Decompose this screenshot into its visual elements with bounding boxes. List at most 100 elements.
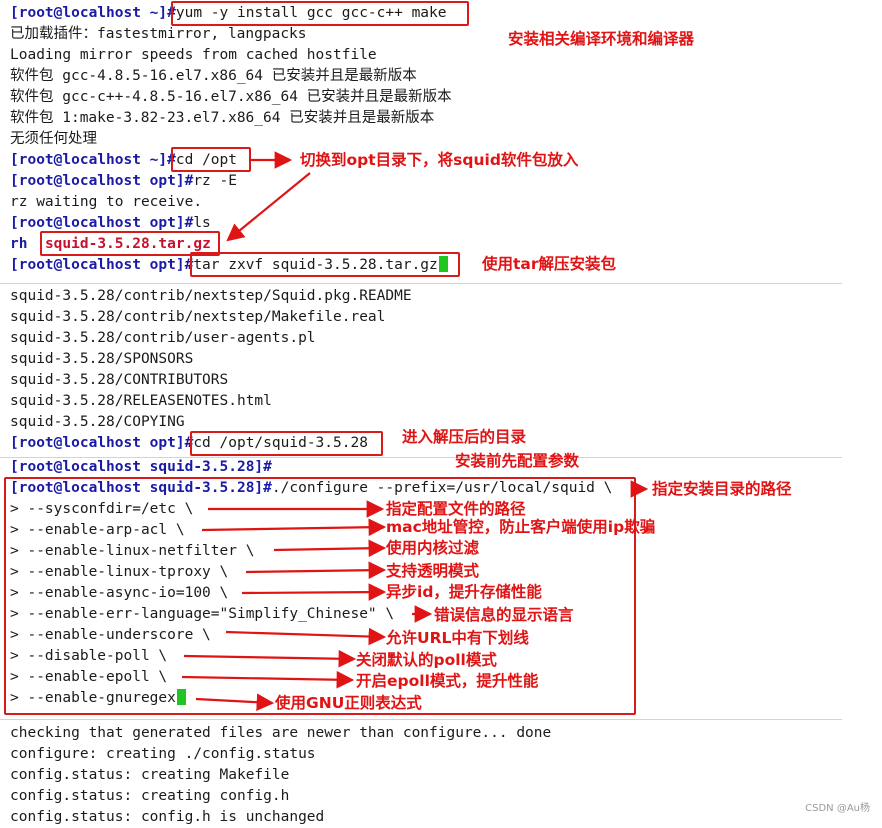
shell-prompt: [root@localhost ~]#	[10, 5, 176, 21]
output-text: > --enable-gnuregex	[10, 690, 176, 706]
output-text: 已加载插件：fastestmirror, langpacks	[10, 26, 307, 42]
output-text: rz waiting to receive.	[10, 194, 203, 210]
terminal-line: rh squid-3.5.28.tar.gz	[10, 234, 211, 255]
shell-prompt: [root@localhost opt]#	[10, 173, 194, 189]
terminal-line: > --enable-underscore \	[10, 625, 211, 646]
shell-command: rz -E	[193, 173, 237, 189]
annotation-tar: 使用tar解压安装包	[482, 255, 617, 273]
panel-divider	[0, 457, 842, 458]
panel-divider	[0, 719, 842, 720]
shell-command: cd /opt/squid-3.5.28	[193, 435, 368, 451]
highlight-cd-squid-command	[190, 431, 383, 456]
annotation-sysconfdir: 指定配置文件的路径	[386, 500, 526, 518]
terminal-line: config.status: creating Makefile	[10, 765, 289, 786]
shell-prompt: [root@localhost squid-3.5.28]#	[10, 480, 272, 496]
panel-divider	[0, 283, 842, 284]
output-text: 无须任何处理	[10, 131, 97, 147]
terminal-panel-install: [root@localhost ~]#yum -y install gcc gc…	[0, 0, 842, 282]
terminal-line: 无须任何处理	[10, 129, 97, 150]
terminal-panel-extract: squid-3.5.28/contrib/nextstep/Squid.pkg.…	[0, 284, 842, 456]
output-text: > --enable-linux-tproxy \	[10, 564, 229, 580]
terminal-line: configure: creating ./config.status	[10, 744, 316, 765]
output-text: > --disable-poll \	[10, 648, 168, 664]
highlight-tar-command	[190, 252, 460, 277]
output-text: squid-3.5.28/RELEASENOTES.html	[10, 393, 272, 409]
terminal-line: [root@localhost squid-3.5.28]#./configur…	[10, 478, 612, 499]
shell-prompt: [root@localhost ~]#	[10, 152, 176, 168]
shell-command: yum -y install gcc gcc-c++ make	[175, 5, 447, 21]
terminal-line: squid-3.5.28/RELEASENOTES.html	[10, 391, 272, 412]
annotation-netfilter: 使用内核过滤	[386, 539, 480, 557]
terminal-cursor	[176, 689, 186, 705]
annotation-epoll: 开启epoll模式，提升性能	[356, 672, 539, 690]
terminal-line: squid-3.5.28/CONTRIBUTORS	[10, 370, 228, 391]
terminal-line: > --enable-epoll \	[10, 667, 167, 688]
terminal-line: > --enable-arp-acl \	[10, 520, 185, 541]
terminal-line: [root@localhost opt]#rz -E	[10, 171, 237, 192]
terminal-line: > --enable-linux-netfilter \	[10, 541, 254, 562]
output-text: squid-3.5.28/COPYING	[10, 414, 185, 430]
output-text: config.status: creating Makefile	[10, 767, 290, 783]
annotation-cd-opt: 切换到opt目录下，将squid软件包放入	[300, 151, 579, 169]
highlight-cd-opt-command	[171, 147, 251, 172]
output-text: squid-3.5.28/CONTRIBUTORS	[10, 372, 229, 388]
terminal-line: Loading mirror speeds from cached hostfi…	[10, 45, 377, 66]
shell-command: ./configure --prefix=/usr/local/squid \	[271, 480, 613, 496]
terminal-line: checking that generated files are newer …	[10, 723, 551, 744]
annotation-cd-dir: 进入解压后的目录	[402, 428, 527, 446]
output-text: > --enable-linux-netfilter \	[10, 543, 255, 559]
terminal-line: config.status: creating config.h	[10, 786, 289, 807]
terminal-line: [root@localhost ~]#yum -y install gcc gc…	[10, 3, 447, 24]
terminal-line: squid-3.5.28/COPYING	[10, 412, 185, 433]
output-text: squid-3.5.28/SPONSORS	[10, 351, 194, 367]
shell-prompt: [root@localhost opt]#	[10, 215, 194, 231]
terminal-line: > --enable-err-language="Simplify_Chines…	[10, 604, 394, 625]
annotation-err-language: 错误信息的显示语言	[434, 606, 574, 624]
terminal-line: [root@localhost squid-3.5.28]#	[10, 457, 272, 478]
output-text: > --enable-async-io=100 \	[10, 585, 229, 601]
terminal-line: > --enable-linux-tproxy \	[10, 562, 228, 583]
output-text: 软件包 gcc-4.8.5-16.el7.x86_64 已安装并且是最新版本	[10, 68, 417, 84]
shell-command: tar zxvf squid-3.5.28.tar.gz	[193, 257, 438, 273]
terminal-panel-configure: [root@localhost squid-3.5.28]#[root@loca…	[0, 458, 842, 718]
terminal-line: > --enable-gnuregex	[10, 688, 186, 709]
terminal-line: > --disable-poll \	[10, 646, 167, 667]
shell-prompt: [root@localhost opt]#	[10, 435, 194, 451]
file-entry: squid-3.5.28.tar.gz	[44, 236, 211, 252]
terminal-line: [root@localhost ~]#cd /opt	[10, 150, 237, 171]
terminal-line: squid-3.5.28/contrib/user-agents.pl	[10, 328, 316, 349]
terminal-line: config.status: config.h is unchanged	[10, 807, 324, 828]
watermark: CSDN @Au杨	[805, 803, 870, 814]
terminal-line: > --enable-async-io=100 \	[10, 583, 228, 604]
output-text: config.status: creating config.h	[10, 788, 290, 804]
output-text: > --enable-epoll \	[10, 669, 168, 685]
annotation-arp-acl: mac地址管控，防止客户端使用ip欺骗	[386, 518, 656, 536]
shell-prompt: [root@localhost squid-3.5.28]#	[10, 459, 272, 475]
highlight-configure-block	[4, 477, 636, 715]
annotation-gnuregex: 使用GNU正则表达式	[275, 694, 422, 712]
terminal-line: squid-3.5.28/contrib/nextstep/Makefile.r…	[10, 307, 385, 328]
output-text: 软件包 1:make-3.82-23.el7.x86_64 已安装并且是最新版本	[10, 110, 435, 126]
output-text: > --enable-underscore \	[10, 627, 211, 643]
output-text: > --enable-arp-acl \	[10, 522, 185, 538]
terminal-line: 已加载插件：fastestmirror, langpacks	[10, 24, 307, 45]
shell-command: ls	[193, 215, 211, 231]
terminal-line: rz waiting to receive.	[10, 192, 202, 213]
output-text: checking that generated files are newer …	[10, 725, 552, 741]
shell-command: cd /opt	[175, 152, 237, 168]
output-text: configure: creating ./config.status	[10, 746, 316, 762]
annotation-disable-poll: 关闭默认的poll模式	[356, 651, 497, 669]
dir-entry: rh	[10, 236, 28, 252]
terminal-panel-output: checking that generated files are newer …	[0, 720, 842, 825]
terminal-line: [root@localhost opt]#tar zxvf squid-3.5.…	[10, 255, 448, 276]
terminal-line: [root@localhost opt]#ls	[10, 213, 211, 234]
annotation-async-io: 异步id，提升存储性能	[386, 583, 542, 601]
output-text: 软件包 gcc-c++-4.8.5-16.el7.x86_64 已安装并且是最新…	[10, 89, 452, 105]
terminal-line: squid-3.5.28/SPONSORS	[10, 349, 193, 370]
terminal-line: 软件包 gcc-c++-4.8.5-16.el7.x86_64 已安装并且是最新…	[10, 87, 452, 108]
output-text: Loading mirror speeds from cached hostfi…	[10, 47, 377, 63]
output-text: squid-3.5.28/contrib/user-agents.pl	[10, 330, 316, 346]
terminal-cursor	[438, 256, 448, 272]
terminal-line: > --sysconfdir=/etc \	[10, 499, 193, 520]
terminal-line: 软件包 gcc-4.8.5-16.el7.x86_64 已安装并且是最新版本	[10, 66, 417, 87]
